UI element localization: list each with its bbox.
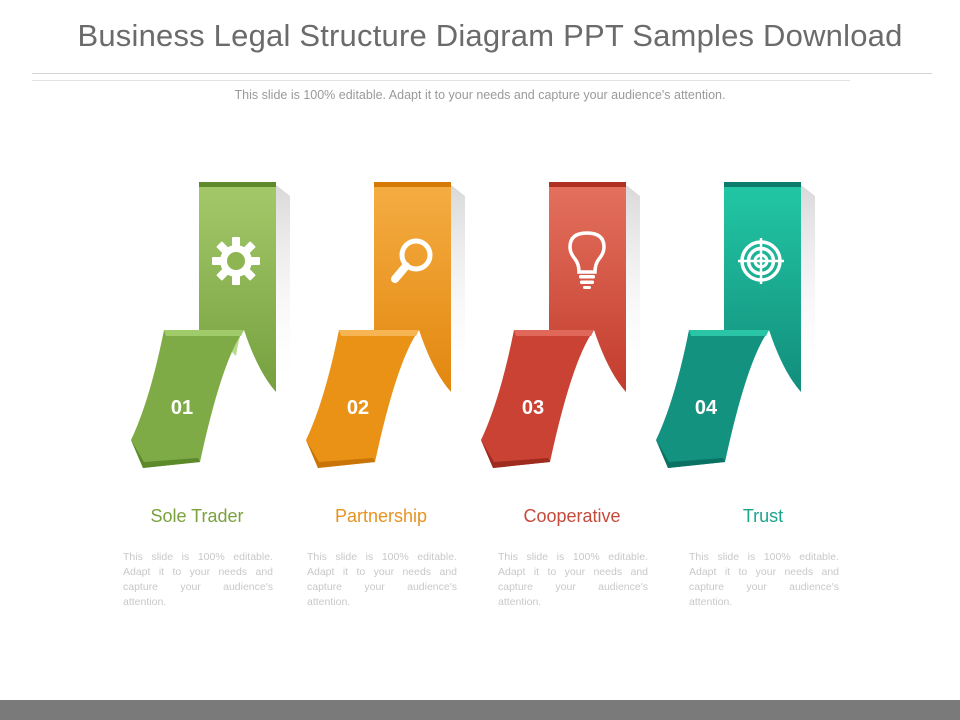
number-04: 04: [695, 397, 718, 419]
item-label-cooperative: Cooperative: [523, 506, 621, 526]
item-label-trust: Trust: [742, 506, 784, 526]
slide-title: Business Legal Structure Diagram PPT Sam…: [77, 18, 903, 53]
ribbon-03: [481, 182, 652, 468]
number-03: 03: [522, 397, 544, 419]
item-description-01: This slide is 100% editable. Adapt it to…: [123, 551, 273, 608]
number-01: 01: [171, 397, 193, 419]
item-description-04: This slide is 100% editable. Adapt it to…: [689, 551, 839, 608]
item-label-partnership: Partnership: [334, 506, 428, 526]
gear-icon: [212, 237, 260, 285]
ribbon-01: [131, 182, 302, 468]
slide-subtitle: This slide is 100% editable. Adapt it to…: [234, 88, 726, 102]
number-02: 02: [347, 397, 369, 419]
ribbon-04: [656, 182, 827, 468]
footer-bar: [0, 700, 960, 720]
ribbon-02: [306, 182, 477, 468]
item-description-03: This slide is 100% editable. Adapt it to…: [498, 551, 648, 608]
item-description-02: This slide is 100% editable. Adapt it to…: [307, 551, 457, 608]
title-divider-secondary: [32, 80, 850, 81]
lightbulb-icon: [568, 231, 606, 289]
magnifier-icon: [391, 238, 433, 283]
item-label-sole-trader: Sole Trader: [150, 506, 244, 526]
title-divider: [32, 73, 932, 74]
target-icon: [738, 238, 784, 284]
